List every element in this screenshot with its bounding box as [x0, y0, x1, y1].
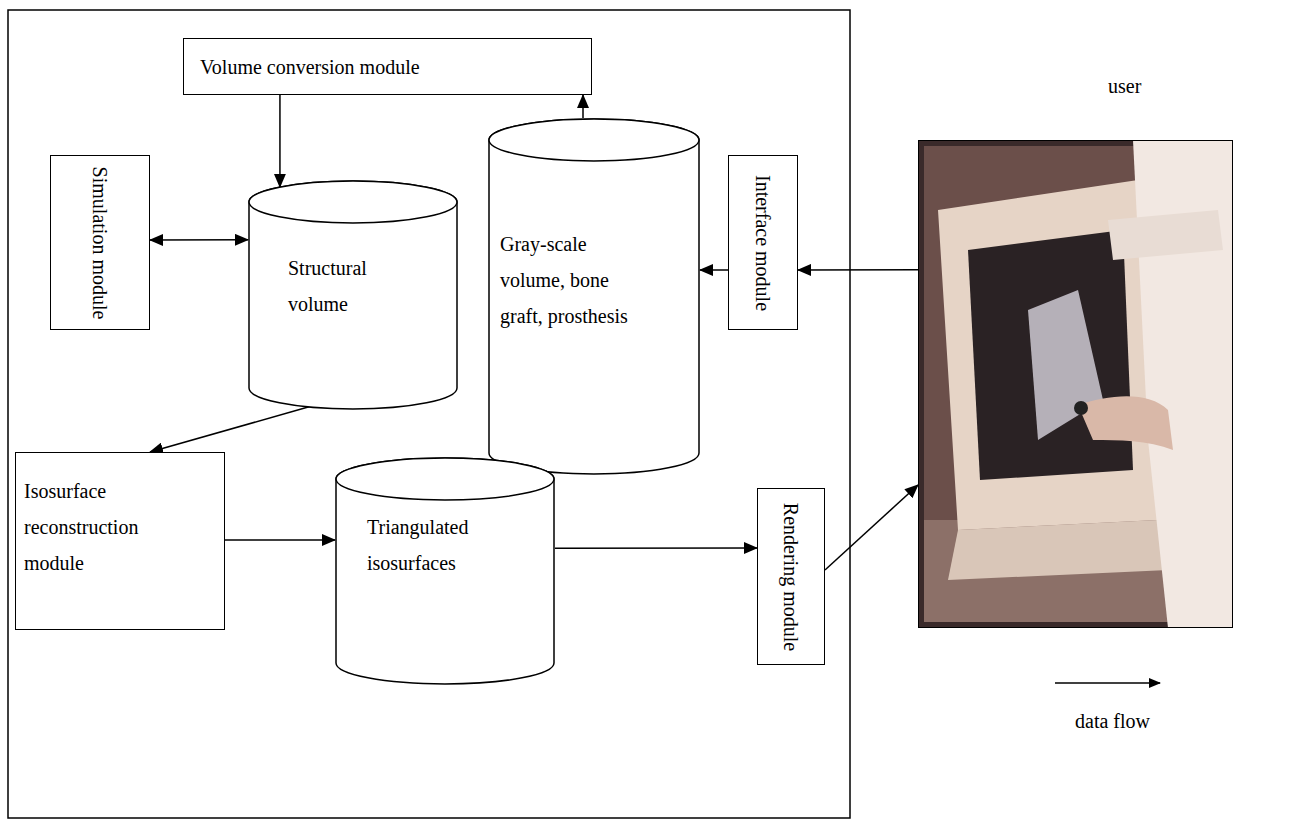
- user-label: user: [1108, 68, 1141, 104]
- data-flow-arrow: [225, 539, 335, 541]
- cylinder-top: [489, 119, 699, 161]
- module-box: Isosurface reconstruction module: [15, 452, 225, 630]
- node-label: Structural volume: [288, 250, 408, 322]
- data-store: Structural volume: [248, 180, 458, 410]
- photo-shape: [948, 520, 1168, 580]
- data-flow-arrow: [582, 95, 584, 118]
- module-box: Volume conversion module: [183, 38, 592, 95]
- data-flow-arrow: [825, 485, 918, 570]
- node-label: Triangulated isosurfaces: [367, 509, 517, 581]
- data-store: Gray-scale volume, bone graft, prosthesi…: [488, 118, 700, 475]
- node-label: Simulation module: [88, 166, 112, 319]
- user-figure: user: [918, 140, 1233, 628]
- photo-shape: [1074, 401, 1088, 415]
- data-flow-arrow: [555, 547, 757, 549]
- data-flow-arrow: [279, 95, 281, 187]
- data-flow-arrow: [150, 407, 310, 452]
- cylinder-outline: [248, 180, 458, 410]
- node-label: Isosurface reconstruction module: [24, 473, 164, 581]
- cylinder-top: [336, 458, 554, 500]
- legend-label: data flow: [1075, 710, 1150, 733]
- cylinder-body: [336, 458, 554, 684]
- photo-shape: [918, 140, 1233, 628]
- node-label: Interface module: [751, 174, 775, 310]
- data-flow-arrow: [798, 269, 918, 271]
- module-box: Interface module: [728, 155, 798, 330]
- node-label: Volume conversion module: [200, 49, 580, 85]
- user-photo: [918, 140, 1233, 628]
- module-box: Simulation module: [50, 155, 150, 330]
- photo-shape: [968, 230, 1133, 480]
- data-flow-arrow: [700, 269, 728, 271]
- legend-arrow-sample: [1055, 682, 1160, 684]
- node-label: Gray-scale volume, bone graft, prosthesi…: [500, 226, 640, 334]
- cylinder-body: [249, 181, 457, 409]
- cylinder-top: [249, 181, 457, 223]
- frame-rect: [8, 10, 850, 818]
- cylinder-body: [489, 119, 699, 474]
- data-flow-arrow: [150, 239, 248, 241]
- photo-shape: [1108, 210, 1223, 260]
- data-store: Triangulated isosurfaces: [335, 457, 555, 685]
- photo-shape: [1078, 396, 1173, 450]
- node-label: Rendering module: [779, 502, 803, 650]
- photo-shape: [918, 140, 1233, 628]
- module-box: Rendering module: [757, 488, 825, 665]
- cylinder-outline: [488, 118, 700, 475]
